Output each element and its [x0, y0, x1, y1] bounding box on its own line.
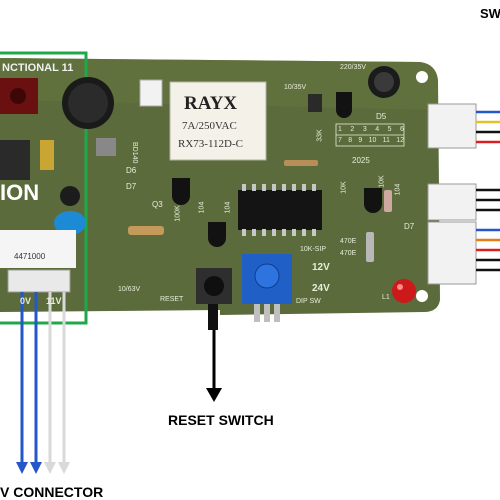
yellow-resistor — [40, 140, 54, 170]
dip-num: 4 — [375, 126, 380, 133]
dip-num: 12 — [396, 137, 404, 144]
label-470e-b: 470E — [340, 250, 357, 257]
power-block-white — [0, 230, 76, 268]
label-33k: 33K — [316, 129, 324, 142]
dip-num: 8 — [348, 137, 353, 144]
mount-hole — [416, 71, 428, 83]
transistor-right — [364, 188, 382, 213]
dip-numbers-row-1: 1 2 3 4 5 6 — [338, 126, 404, 133]
reset-arrow-head — [206, 388, 222, 402]
dip-num: 1 — [338, 126, 342, 133]
resistor-brown — [128, 226, 164, 235]
label-10k-b: 10K — [378, 175, 386, 188]
capacitor-small-2 — [139, 79, 163, 107]
pot-knob — [254, 263, 280, 289]
reset-switch-label: RESET SWITCH — [168, 412, 274, 428]
ic-chip — [238, 190, 322, 230]
mount-hole — [416, 290, 428, 302]
transistor-q3 — [172, 178, 190, 205]
resistor-small-2 — [366, 232, 374, 262]
top-right-label: SW — [480, 6, 500, 21]
label-10k-sip: 10K-SIP — [300, 246, 327, 253]
resistor-small-1 — [284, 160, 318, 166]
dip-num: 3 — [362, 126, 367, 133]
capacitor-small-3 — [96, 138, 116, 156]
power-wire-arrows — [16, 462, 70, 474]
label-q3: Q3 — [152, 200, 163, 209]
dip-num: 7 — [338, 137, 342, 144]
label-470e-a: 470E — [340, 238, 357, 245]
dip-num: 9 — [358, 137, 363, 144]
label-104-b: 104 — [224, 201, 232, 214]
wires-right — [476, 110, 500, 272]
label-bd140: BD140 — [131, 142, 138, 164]
resistor-small-3 — [384, 190, 392, 212]
label-0v: 0V — [20, 296, 32, 306]
led-red — [392, 279, 416, 303]
functional-header: NCTIONAL 11 — [2, 62, 74, 74]
dip-number-grid — [335, 123, 405, 147]
label-cap-low: 10/63V — [118, 286, 141, 293]
dip-num: 2 — [350, 126, 355, 133]
label-d5: D5 — [376, 112, 387, 121]
functional-block-frame — [0, 51, 88, 325]
label-d7: D7 — [126, 182, 137, 191]
pcb-board — [0, 58, 440, 315]
label-d6: D6 — [126, 166, 137, 175]
capacitor-red-top — [10, 88, 26, 104]
label-d7-right: D7 — [404, 222, 415, 231]
ic-pins-top — [242, 184, 316, 191]
dip-numbers-row-2: 7 8 9 10 11 12 — [338, 137, 404, 144]
relay-brand: RAYX — [184, 93, 238, 114]
transistor-round-left — [60, 186, 80, 206]
label-10k-a: 10K — [340, 181, 348, 194]
label-11v: 11V — [46, 296, 62, 306]
label-reset: RESET — [160, 296, 184, 303]
relay-body — [169, 81, 267, 161]
functional-block-label: ION — [0, 180, 40, 205]
label-104-a: 104 — [198, 201, 206, 214]
ic-pins-bottom — [242, 229, 316, 236]
label-24v: 24V — [312, 283, 330, 294]
dip-num: 6 — [400, 126, 404, 133]
label-cap-mid: 10/35V — [284, 84, 307, 91]
label-dip-sw: DIP SW — [296, 298, 321, 305]
dip-num: 10 — [368, 137, 377, 144]
relay-rating: 7A/250VAC — [182, 120, 237, 132]
label-12v: 12V — [312, 262, 330, 273]
label-104-c: 104 — [394, 183, 402, 196]
dip-num: 11 — [382, 137, 390, 144]
transistor-top — [336, 92, 352, 118]
connector-bottom — [427, 221, 477, 285]
label-l1: L1 — [382, 294, 390, 301]
connector-code: 4471000 — [14, 252, 46, 261]
label-year: 2025 — [352, 156, 370, 165]
bottom-connector-label: V CONNECTOR — [0, 484, 104, 500]
reset-switch-leg — [208, 304, 218, 330]
label-cap-top: 220/35V — [340, 64, 367, 71]
capacitor-large-top — [68, 83, 108, 123]
connector-mid — [427, 183, 477, 221]
dip-num: 5 — [387, 126, 392, 133]
inductor-block — [0, 140, 30, 180]
transistor-mid — [208, 222, 226, 247]
capacitor-small-1 — [308, 94, 322, 112]
connector-top — [427, 103, 477, 149]
led-highlight — [397, 284, 403, 290]
capacitor-top-right-face — [374, 72, 394, 92]
relay-model: RX73-112D-C — [178, 138, 243, 150]
pot-legs — [254, 304, 280, 322]
power-connector — [7, 269, 71, 293]
power-wires — [20, 292, 66, 466]
reset-switch-button — [204, 276, 224, 296]
capacitor-blue-ceramic — [54, 211, 86, 235]
label-100k: 100K — [174, 205, 182, 222]
